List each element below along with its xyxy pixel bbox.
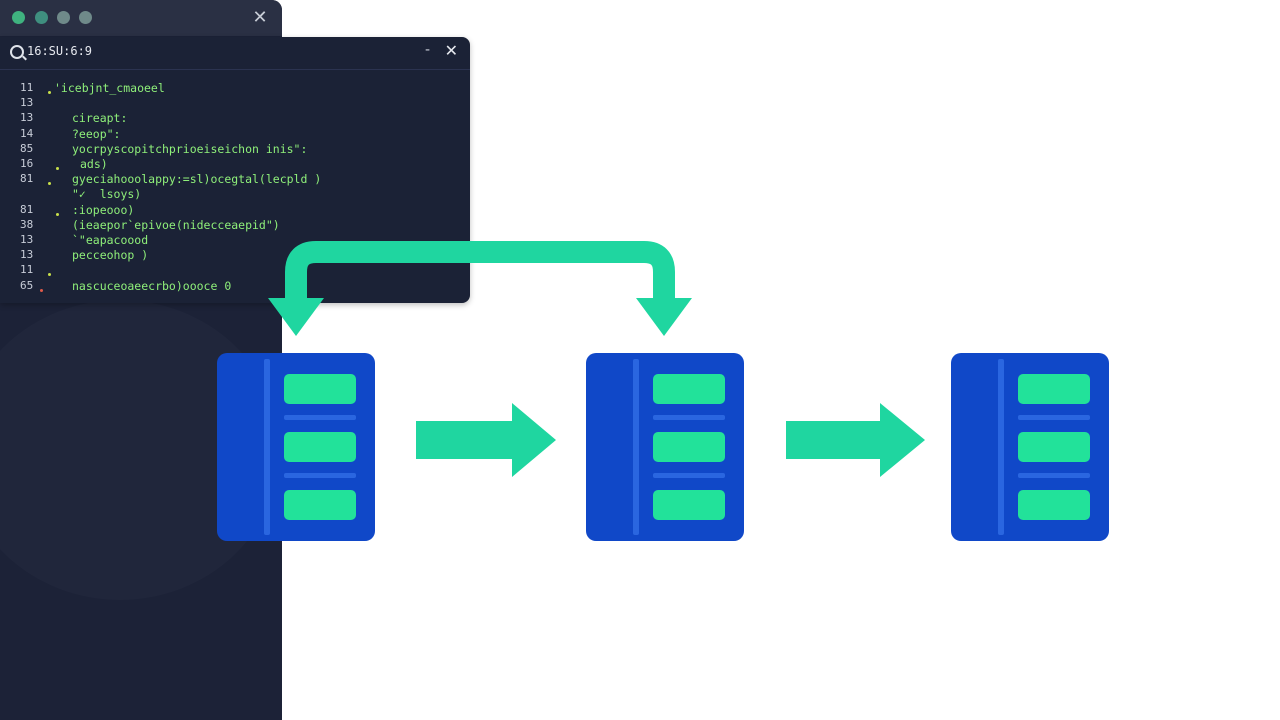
server-stripe (264, 359, 270, 535)
code-line: 65 nascuceoaeecrbo)oooce 0 (0, 279, 470, 295)
server-slot (1018, 490, 1090, 520)
gutter-marker (48, 273, 51, 277)
server-slot (653, 374, 725, 404)
code-line: 14 ?eeop": (0, 127, 470, 143)
line-number: 11 (20, 81, 34, 94)
server-slot (284, 490, 356, 520)
code-text: ads) (80, 157, 108, 171)
traffic-light-dot[interactable] (79, 11, 92, 24)
traffic-light-dot[interactable] (57, 11, 70, 24)
server-separator (653, 473, 725, 478)
code-line: 81 :iopeooo) (0, 203, 470, 219)
server-separator (653, 415, 725, 420)
gutter-marker (48, 91, 51, 94)
minimize-icon[interactable]: - (424, 42, 430, 58)
code-text: `"eapacoood (72, 233, 149, 247)
server-slot (1018, 374, 1090, 404)
server-stripe (633, 359, 639, 535)
line-number: 11 (20, 263, 34, 277)
terminal-titlebar: 16:SU:6:9 - ✕ (0, 37, 470, 70)
server-slot (653, 432, 725, 462)
code-text: 'icebjnt_cmaoeel (54, 81, 165, 95)
server-slot (1018, 432, 1090, 462)
server-block (217, 353, 375, 541)
line-number: 14 (20, 126, 34, 140)
server-separator (1018, 415, 1090, 420)
line-number: 13 (20, 248, 34, 262)
gutter-marker (48, 182, 51, 186)
close-icon[interactable]: ✕ (252, 7, 268, 28)
search-icon[interactable] (10, 45, 24, 59)
code-text: nascuceoaeecrbo)oooce 0 (72, 278, 232, 293)
code-text: yocrpyscopitchprioeiseichon inis": (72, 141, 308, 156)
code-text: gyeciahooolappy:=sl)ocegtal(lecpld ) (72, 172, 322, 187)
code-line: 38 (ieaepor`epivoe(nidecceaepid") (0, 218, 470, 234)
close-icon[interactable]: ✕ (444, 41, 458, 60)
code-text: (ieaepor`epivoe(nidecceaepid") (72, 217, 280, 232)
background-window-titlebar: ✕ (0, 0, 282, 36)
line-number: 16 (20, 157, 34, 170)
line-number: 38 (20, 217, 34, 231)
line-number: 13 (20, 111, 34, 125)
line-number: 13 (20, 96, 34, 110)
server-slot (284, 374, 356, 404)
code-line: 11 (0, 263, 470, 279)
loop-arrowhead-right (636, 298, 692, 336)
server-slot (284, 432, 356, 462)
line-number: 81 (20, 202, 34, 216)
server-separator (284, 415, 356, 420)
line-number: 81 (20, 172, 34, 186)
server-block (586, 353, 744, 541)
line-number: 65 (20, 278, 34, 292)
code-line: 85 yocrpyscopitchprioeiseichon inis": (0, 142, 470, 158)
code-text: "✓ lsoys) (72, 187, 142, 202)
code-line: 13 pecceohop ) (0, 248, 470, 264)
code-line: 13 (0, 96, 470, 112)
code-text: ?eeop": (72, 126, 121, 141)
code-text: cireapt: (72, 111, 128, 126)
gutter-marker (56, 167, 59, 170)
code-line: "✓ lsoys) (0, 187, 470, 203)
code-text: pecceohop ) (72, 248, 149, 263)
arrow-right (416, 403, 556, 477)
traffic-light-dot[interactable] (35, 11, 48, 24)
server-separator (284, 473, 356, 478)
code-line: 81 gyeciahooolappy:=sl)ocegtal(lecpld ) (0, 172, 470, 188)
arrow-right (786, 403, 925, 477)
terminal-title: 16:SU:6:9 (27, 44, 93, 58)
gutter-marker (56, 212, 59, 216)
code-line: 13 `"eapacoood (0, 233, 470, 249)
loop-connector (285, 241, 675, 312)
server-stripe (998, 359, 1004, 535)
server-slot (653, 490, 725, 520)
server-block (951, 353, 1109, 541)
code-line: 13 cireapt: (0, 111, 470, 127)
loop-arrowhead-left (268, 298, 324, 336)
line-number: 85 (20, 141, 34, 155)
code-text: :iopeooo) (72, 202, 135, 217)
code-line: 11 'icebjnt_cmaoeel (0, 81, 470, 97)
server-separator (1018, 473, 1090, 478)
gutter-marker (40, 288, 43, 292)
code-line: 16 ads) (0, 157, 470, 173)
line-number: 13 (20, 233, 34, 246)
traffic-light-dot[interactable] (12, 11, 25, 24)
